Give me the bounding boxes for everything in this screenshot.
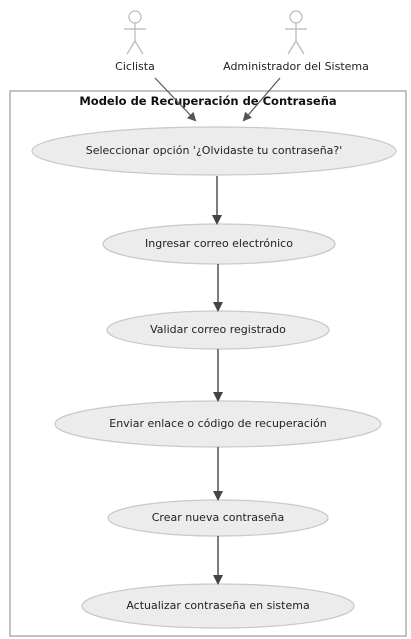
use-case-validar: Validar correo registrado [106, 310, 330, 350]
actor-administrador-right-leg [295, 40, 305, 55]
actor-ciclista-right-leg [134, 40, 144, 55]
actor-administrador-head-icon [289, 10, 303, 24]
actor-ciclista: Ciclista [115, 10, 155, 73]
actor-ciclista-label: Ciclista [115, 60, 155, 73]
use-case-enviar-label: Enviar enlace o código de recuperación [109, 417, 327, 430]
use-case-ingresar-label: Ingresar correo electrónico [145, 237, 293, 250]
boundary-title: Modelo de Recuperación de Contraseña [79, 94, 336, 108]
use-case-crear: Crear nueva contraseña [107, 499, 329, 537]
use-case-seleccionar-label: Seleccionar opción '¿Olvidaste tu contra… [86, 144, 343, 157]
system-boundary [9, 90, 407, 637]
actor-administrador-label: Administrador del Sistema [223, 60, 369, 73]
use-case-crear-label: Crear nueva contraseña [152, 511, 284, 524]
use-case-validar-label: Validar correo registrado [150, 323, 286, 336]
association-administrador [242, 77, 281, 122]
use-case-actualizar: Actualizar contraseña en sistema [81, 583, 355, 629]
actor-administrador: Administrador del Sistema [223, 10, 369, 73]
use-case-ingresar: Ingresar correo electrónico [102, 223, 336, 265]
use-case-actualizar-label: Actualizar contraseña en sistema [126, 599, 309, 612]
actor-administrador-left-leg [287, 40, 297, 55]
actor-ciclista-left-leg [126, 40, 136, 55]
association-ciclista [154, 77, 197, 122]
use-case-enviar: Enviar enlace o código de recuperación [54, 400, 382, 448]
use-case-seleccionar-ellipse [31, 126, 397, 176]
actor-ciclista-head-icon [128, 10, 142, 24]
use-case-seleccionar: Seleccionar opción '¿Olvidaste tu contra… [31, 126, 397, 176]
